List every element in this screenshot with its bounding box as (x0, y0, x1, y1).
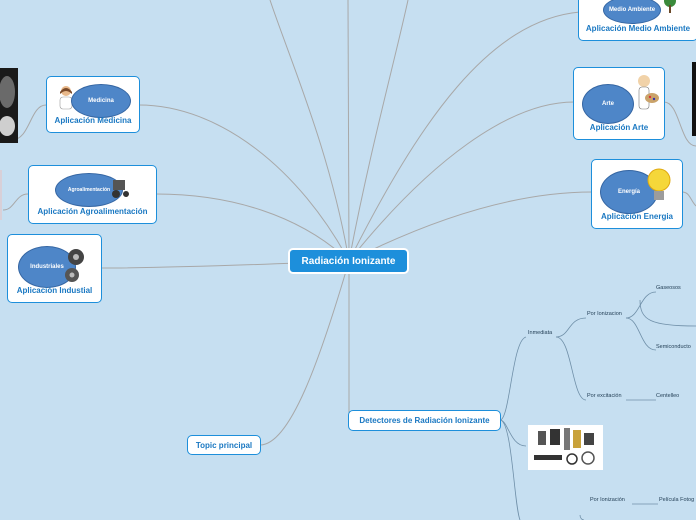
medio-ambiente-title: Aplicación Medio Ambiente (579, 24, 696, 33)
medio-ambiente-badge: Medio Ambiente (603, 0, 661, 24)
root-topic[interactable]: Radiación Ionizante (288, 248, 409, 274)
industrial-badge-text: Industriales (30, 264, 64, 270)
root-label: Radiación Ionizante (302, 256, 396, 267)
subtopic-gaseosos[interactable]: Gaseosos (656, 285, 681, 291)
topic-industrial[interactable]: Industriales Aplicación Industial (7, 234, 102, 303)
tractor-icon (109, 174, 131, 200)
xray-image (0, 68, 18, 143)
medio-ambiente-badge-text: Medio Ambiente (609, 7, 655, 13)
subtopic-pelicula[interactable]: Película Fotog (659, 497, 694, 503)
subtopic-por-ionizacion-2[interactable]: Por Ionización (590, 497, 625, 503)
agro-badge-text: Agroalimentación (68, 187, 110, 193)
lightbulb-icon (646, 166, 672, 206)
arte-title: Aplicación Arte (574, 123, 664, 132)
gears-icon (62, 245, 90, 285)
tree-icon (661, 0, 679, 15)
subtopic-por-excitacion[interactable]: Por excitación (587, 393, 622, 399)
edge-image-left (0, 170, 2, 220)
detectores-title: Detectores de Radiación Ionizante (359, 416, 489, 425)
topic-principal[interactable]: Topic principal (187, 435, 261, 455)
topic-agroalimentacion[interactable]: Agroalimentación Aplicación Agroalimenta… (28, 165, 157, 224)
detector-instruments-image (528, 425, 603, 470)
topic-energia[interactable]: Energía Aplicación Energia (591, 159, 683, 229)
subtopic-semiconductores[interactable]: Semiconducto (656, 344, 691, 350)
topic-medicina[interactable]: Medicina Aplicación Medicina (46, 76, 140, 133)
agro-title: Aplicación Agroalimentación (29, 207, 156, 216)
energia-badge-text: Energía (618, 189, 640, 195)
subtopic-inmediata[interactable]: Inmediata (528, 330, 552, 336)
medicina-badge-text: Medicina (88, 98, 114, 104)
medicina-badge: Medicina (71, 84, 131, 118)
arte-badge-text: Arte (602, 101, 614, 107)
subtopic-centelleo[interactable]: Centelleo (656, 393, 679, 399)
edge-image (692, 62, 696, 136)
subtopic-por-ionizacion[interactable]: Por Ionizacion (587, 311, 622, 317)
topic-medio-ambiente[interactable]: Medio Ambiente Aplicación Medio Ambiente (578, 0, 696, 41)
energia-title: Aplicación Energia (592, 212, 682, 221)
principal-title: Topic principal (196, 441, 252, 450)
topic-arte[interactable]: Arte Aplicación Arte (573, 67, 665, 140)
industrial-title: Aplicación Industial (8, 286, 101, 295)
arte-badge: Arte (582, 84, 634, 124)
painter-icon (628, 72, 660, 120)
medicina-title: Aplicación Medicina (47, 116, 139, 125)
topic-detectores[interactable]: Detectores de Radiación Ionizante (348, 410, 501, 431)
